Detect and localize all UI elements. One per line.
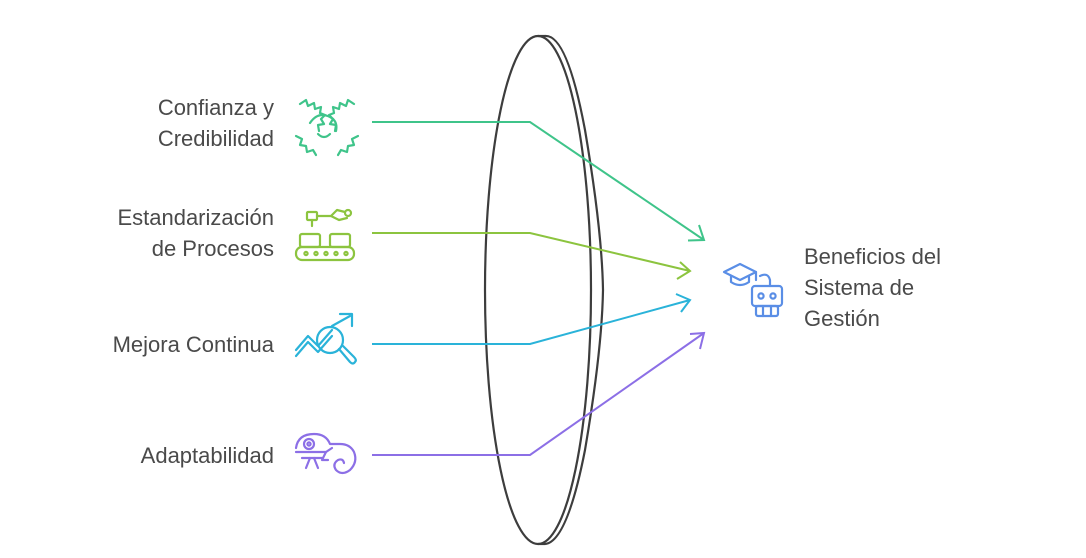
label-line: Beneficios del (804, 244, 941, 269)
label-mejora-continua: Mejora Continua (113, 329, 274, 360)
lens-front-face (483, 34, 593, 546)
label-line: Confianza y (157, 95, 274, 120)
handshake-icon (294, 98, 360, 157)
connector-mejora (372, 293, 692, 345)
graduation-robot-icon (722, 262, 784, 318)
connector-confianza (372, 121, 706, 242)
lens (483, 34, 605, 546)
label-beneficios-sistema-gestion: Beneficios del Sistema de Gestión (804, 241, 941, 334)
label-adaptabilidad: Adaptabilidad (141, 440, 274, 471)
label-line: Sistema de (804, 275, 915, 300)
label-estandarizacion-procesos: Estandarización de Procesos (117, 202, 274, 264)
lens-back-edge (544, 34, 605, 546)
label-line: Credibilidad (157, 126, 274, 151)
chameleon-icon (294, 432, 357, 475)
conveyor-robot-arm-icon (294, 208, 356, 262)
connector-adaptabilidad (372, 331, 706, 456)
connector-estandarizacion (372, 232, 692, 280)
trend-magnifier-icon (294, 312, 357, 365)
label-line: Gestión (804, 306, 880, 331)
label-line: de Procesos (151, 236, 274, 261)
label-line: Mejora Continua (112, 332, 274, 357)
label-line: Estandarización (117, 205, 274, 230)
label-line: Adaptabilidad (140, 443, 274, 468)
label-confianza-credibilidad: Confianza y Credibilidad (158, 92, 274, 154)
